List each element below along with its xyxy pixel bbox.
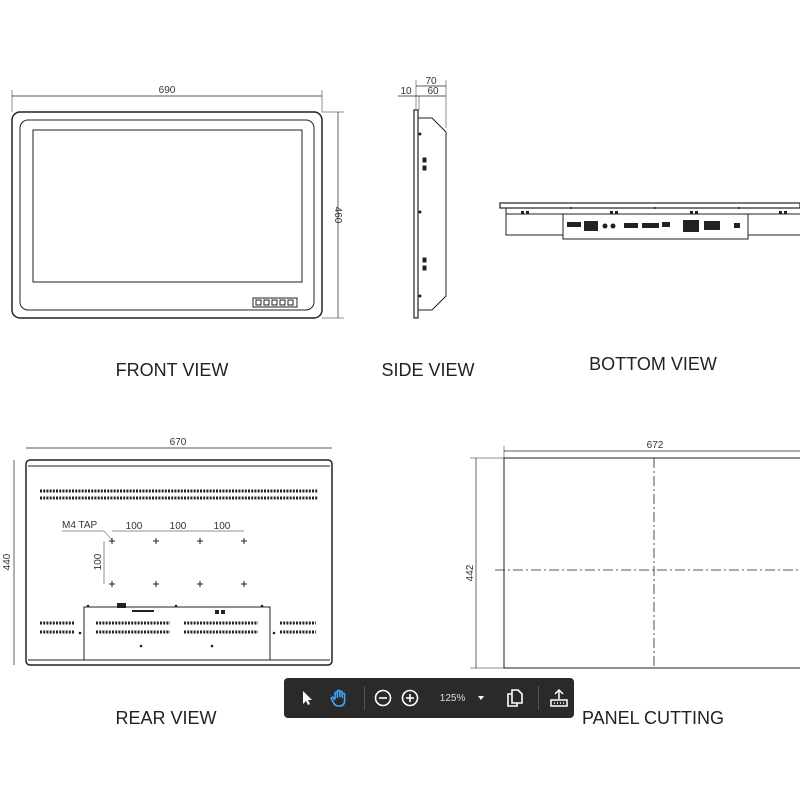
rear-view-label: REAR VIEW (115, 708, 216, 728)
side-total-dim: 70 (425, 76, 437, 87)
front-height-dim: 460 (332, 207, 343, 224)
m4-tap-label: M4 TAP (62, 520, 98, 531)
front-buttons (252, 297, 298, 308)
hand-tool-button[interactable] (326, 678, 352, 718)
cut-width-dim: 672 (647, 440, 664, 451)
zoom-level-dropdown[interactable]: 125% (426, 678, 486, 718)
zoom-in-icon (401, 689, 419, 707)
side-body-dim: 60 (427, 86, 439, 97)
rear-height-dim: 440 (2, 553, 13, 570)
front-view: 690 460 FRONT VIEW (11, 85, 344, 380)
toolbar-divider (537, 686, 539, 710)
cut-height-dim: 442 (465, 564, 476, 581)
select-tool-button[interactable] (288, 678, 326, 718)
page-view-button[interactable] (497, 678, 531, 718)
bottom-view: BOTTOM VIEW (499, 202, 800, 374)
front-width-dim: 690 (159, 85, 176, 96)
vesa-dim-v: 100 (93, 553, 104, 570)
toolbar-divider (363, 686, 365, 710)
zoom-level-value: 125% (439, 692, 466, 704)
share-upload-button[interactable] (545, 678, 574, 718)
zoom-out-button[interactable] (371, 678, 395, 718)
panel-cutting-view: 672 442 PANEL CUTTING (465, 440, 800, 728)
front-view-label: FRONT VIEW (116, 360, 229, 380)
chevron-down-icon (478, 696, 485, 700)
bottom-view-label: BOTTOM VIEW (589, 354, 717, 374)
rear-view: 670 440 M4 TAP 100 100 100 100 (2, 437, 333, 728)
zoom-in-button[interactable] (395, 678, 426, 718)
viewer-toolbar: 125% (284, 678, 574, 718)
panel-cutting-label: PANEL CUTTING (582, 708, 724, 728)
vesa-dim-3: 100 (214, 521, 231, 532)
copy-pages-icon (506, 689, 523, 707)
rear-width-dim: 670 (170, 437, 187, 448)
zoom-out-icon (374, 689, 392, 707)
upload-icon (550, 689, 569, 707)
side-view: 70 10 60 SIDE VIEW (381, 76, 474, 380)
pointer-icon (302, 691, 312, 705)
vesa-dim-2: 100 (170, 521, 187, 532)
side-front-dim: 10 (400, 86, 412, 97)
vesa-dim-1: 100 (126, 521, 143, 532)
hand-icon (330, 689, 346, 707)
side-view-label: SIDE VIEW (381, 360, 474, 380)
